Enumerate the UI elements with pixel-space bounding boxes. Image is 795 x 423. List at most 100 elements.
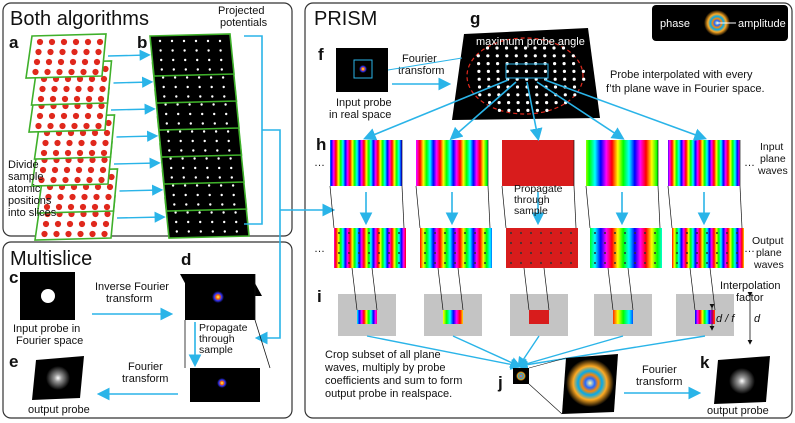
interp-line-2: f’th plane wave in Fourier space. [606, 83, 765, 95]
atom [102, 139, 109, 147]
wave-atom-dot [464, 252, 466, 254]
atom [62, 176, 69, 184]
wave-atom-dot [696, 262, 698, 264]
plane-wave-dots [476, 46, 586, 112]
wave-atom-dot [510, 262, 512, 264]
output-probe-k-spot [729, 368, 755, 394]
wave-atom-dot [614, 262, 616, 264]
wave-atom-dot [726, 232, 728, 234]
label-f: f [318, 45, 324, 64]
atom [35, 48, 42, 56]
legend-amplitude: amplitude [738, 18, 786, 30]
wave-atom-dot [686, 262, 688, 264]
wave-atom-dot [624, 242, 626, 244]
plane-wave-dot [495, 54, 499, 58]
wave-atom-dot [540, 242, 542, 244]
potential-dot [215, 139, 218, 143]
label-d: d [181, 250, 191, 269]
wave-atom-dot [654, 262, 656, 264]
input-real-line-1: Input probe [336, 97, 392, 109]
potential-dot [220, 68, 223, 71]
input-plane-wave [668, 140, 740, 186]
atom [76, 75, 84, 83]
zoom-line-top [528, 357, 567, 369]
atom [42, 220, 50, 228]
atom [33, 58, 41, 66]
potential-dot [199, 220, 202, 224]
plane-wave-dot [514, 46, 518, 50]
wave-atom-dot [388, 262, 390, 264]
plane-wave-dot [486, 54, 490, 58]
plane-wave-dot [534, 85, 539, 89]
crop-line-3: coefficients and sum to form [325, 375, 462, 387]
atom [102, 220, 110, 228]
potential-dot [172, 193, 175, 197]
label-i: i [317, 287, 322, 306]
atom [60, 38, 68, 46]
plane-wave-dot [487, 77, 491, 81]
wave-atom-dot [474, 262, 476, 264]
wave-atom-dot [654, 232, 656, 234]
wave-atom-dot [706, 252, 708, 254]
atom [100, 149, 108, 157]
atom [79, 129, 87, 137]
output-pw-line-3: waves [753, 259, 784, 271]
potential-dot [180, 149, 183, 152]
crop-edge-right [543, 267, 550, 311]
potential-dot [166, 130, 170, 133]
wave-atom-dot [686, 242, 688, 244]
atom [48, 38, 56, 46]
potential-dot [192, 149, 195, 152]
atom [45, 193, 52, 201]
label-a: a [9, 33, 19, 52]
potential-dot [204, 149, 207, 152]
potential-dot [158, 39, 162, 43]
atom [105, 193, 112, 201]
plane-wave-dot [524, 69, 529, 73]
divide-line-1: Divide [8, 159, 39, 171]
potential-dot [165, 112, 168, 116]
potential-dot [225, 122, 228, 125]
label-j: j [497, 373, 503, 392]
wave-atom-dot [644, 242, 646, 244]
potential-dot [170, 166, 173, 170]
atom [88, 149, 96, 157]
potential-dot [187, 230, 190, 233]
wave-atom-dot [560, 242, 562, 244]
wave-atom-dot [388, 242, 390, 244]
potential-dot [227, 139, 230, 143]
fourier-k-line-2: transform [636, 376, 682, 388]
wave-atom-dot [716, 232, 718, 234]
potential-dot [194, 166, 197, 170]
output-probe-ms-label: output probe [28, 404, 90, 416]
potential-dot [186, 85, 189, 89]
potential-dot [211, 230, 214, 233]
both-algorithms-panel [2, 2, 293, 237]
plane-wave-dot [516, 93, 520, 97]
potential-dot [179, 139, 182, 143]
potential-dot [177, 122, 180, 125]
wave-atom-dot [676, 252, 678, 254]
potential-dot [206, 176, 209, 179]
atom [89, 156, 96, 164]
wave-atom-dot [654, 252, 656, 254]
plane-wave-dot [478, 93, 482, 97]
potential-dot [226, 130, 230, 133]
potential-dot [214, 130, 218, 133]
atom [36, 38, 44, 46]
wave-atom-dot [550, 252, 552, 254]
plane-wave-dot [553, 69, 557, 73]
atom [91, 129, 99, 137]
atom [54, 220, 62, 228]
atom [98, 102, 105, 110]
potential-dot [197, 76, 201, 79]
atom [83, 122, 90, 130]
crop-edge-right [709, 267, 716, 311]
output-plane-wave [420, 228, 492, 268]
crop-edge-right [457, 267, 464, 311]
plane-wave-dot [505, 69, 509, 73]
atom [101, 156, 108, 164]
wave-atom-dot [444, 262, 446, 264]
atom [71, 48, 78, 56]
